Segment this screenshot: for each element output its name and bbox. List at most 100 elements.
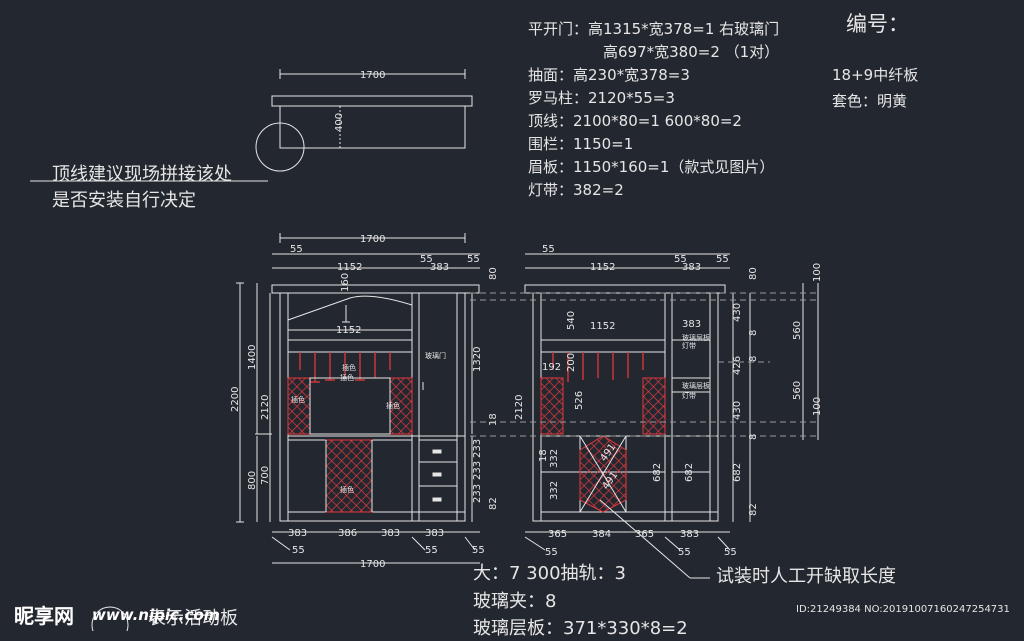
dim-r-100a: 100 xyxy=(812,263,823,282)
dim-r-b384: 384 xyxy=(592,529,611,540)
splice-circle xyxy=(255,122,305,172)
dim-r-82: 82 xyxy=(748,503,759,516)
wine-rack-bottom xyxy=(325,439,373,513)
watermark-id: ID:21249384 NO:20191007160247254731 xyxy=(796,604,1010,615)
guide-lines xyxy=(470,292,820,437)
dim-r-b55b: 55 xyxy=(678,547,691,558)
dim-r-b55c: 55 xyxy=(724,547,737,558)
dim-r-100b: 100 xyxy=(812,397,823,416)
label-inset-5: 插色 xyxy=(340,485,354,494)
drawer-3 xyxy=(418,485,458,513)
dim-left-800: 800 xyxy=(247,471,258,490)
dim-left-1152: 1152 xyxy=(337,262,362,273)
bottom-line-3: 玻璃层板：371*330*8=2 xyxy=(473,618,688,639)
dim-r-526: 526 xyxy=(574,391,585,410)
dim-left-1152b: 1152 xyxy=(336,325,361,336)
dim-r-1152b: 1152 xyxy=(590,321,615,332)
dim-left-55b: 55 xyxy=(420,254,433,265)
spec-line-2: 高697*宽380=2 （1对） xyxy=(603,43,780,61)
dim-r-2120: 2120 xyxy=(514,395,525,420)
watermark-logo: 昵享网 xyxy=(14,604,74,628)
dim-left-18: 18 xyxy=(488,413,499,426)
dim-left-b383c: 383 xyxy=(425,528,444,539)
left-elevation xyxy=(236,233,480,564)
dim-r-b365b: 365 xyxy=(635,529,654,540)
dim-left-55a: 55 xyxy=(290,244,303,255)
spec-line-3: 抽面：高230*宽378=3 xyxy=(528,66,690,84)
dim-left-233a: 233 xyxy=(472,439,483,458)
spec-line-4: 罗马柱：2120*55=3 xyxy=(528,89,675,107)
material-label: 18+9中纤板 xyxy=(832,66,919,84)
dim-left-b1700: 1700 xyxy=(360,559,385,570)
dim-r-8a: 8 xyxy=(748,330,759,336)
wine-rack-r-left xyxy=(540,377,564,435)
dim-left-55c: 55 xyxy=(467,254,480,265)
dim-r-682c: 682 xyxy=(732,463,743,482)
dim-r-430b: 430 xyxy=(732,401,743,420)
spec-line-1: 平开门：高1315*宽378=1 右玻璃门 xyxy=(528,20,780,38)
dim-left-700: 700 xyxy=(260,466,271,485)
dim-r-430a: 430 xyxy=(732,303,743,322)
dim-r-b383: 383 xyxy=(680,529,699,540)
dim-r-383b: 383 xyxy=(682,319,701,330)
dim-r-55c: 55 xyxy=(716,254,729,265)
cabinet-left-body xyxy=(279,292,466,522)
dim-r-682a: 682 xyxy=(652,463,663,482)
dim-left-b55b: 55 xyxy=(425,545,438,556)
dim-r-192: 192 xyxy=(542,362,561,373)
dim-r-1152: 1152 xyxy=(590,262,615,273)
dim-left-160: 160 xyxy=(340,273,351,292)
serial-label: 编号： xyxy=(846,12,909,36)
dim-left-1700: 1700 xyxy=(360,234,385,245)
spec-line-6: 围栏：1150=1 xyxy=(528,135,634,153)
leader-trial xyxy=(599,499,691,579)
bottom-line-2: 玻璃夹：8 xyxy=(473,591,557,612)
dim-left-b55c: 55 xyxy=(472,545,485,556)
dim-r-540: 540 xyxy=(566,311,577,330)
spec-line-5: 顶线：2100*80=1 600*80=2 xyxy=(528,112,742,130)
dim-top-width: 1700 xyxy=(360,70,385,81)
color-label: 套色：明黄 xyxy=(832,92,908,110)
dim-r-8c: 8 xyxy=(748,434,759,440)
note-line-2: 是否安装自行决定 xyxy=(52,190,196,211)
dim-left-2120: 2120 xyxy=(260,395,271,420)
dim-r-b55a: 55 xyxy=(545,547,558,558)
label-glass-door: 玻璃门 xyxy=(425,351,446,360)
right-elevation xyxy=(524,253,819,579)
top-cornice xyxy=(271,95,473,107)
dim-left-2200: 2200 xyxy=(230,387,241,412)
dim-r-383: 383 xyxy=(682,262,701,273)
label-inset-1: 插色 xyxy=(342,363,356,372)
top-plan-view xyxy=(30,69,473,182)
dim-top-depth: 400 xyxy=(334,113,345,132)
label-r-shelf-b: 玻璃层板 xyxy=(682,381,710,390)
dim-left-1400: 1400 xyxy=(247,345,258,370)
valance-arch xyxy=(287,295,413,321)
legend-text: 表示活动板 xyxy=(148,608,238,629)
dim-left-b55a: 55 xyxy=(292,545,305,556)
top-plan-body xyxy=(279,105,466,149)
dim-left-b383b: 383 xyxy=(381,528,400,539)
left-elevation-labels: 1700 55 1152 55 383 55 80 160 1152 2200 … xyxy=(230,234,499,570)
label-r-shelf-a: 玻璃层板 xyxy=(682,333,710,342)
dim-r-8b: 8 xyxy=(748,356,759,362)
trial-note: 试装时人工开缺取长度 xyxy=(716,566,896,587)
label-inset-4: 插色 xyxy=(386,401,400,410)
spec-line-7: 眉板：1150*160=1（款式见图片） xyxy=(528,158,775,176)
dim-r-55a: 55 xyxy=(542,244,555,255)
wine-rack-left xyxy=(287,377,311,435)
dim-left-233b: 233 xyxy=(472,461,483,480)
dim-r-426: 426 xyxy=(732,356,743,375)
dim-r-55b: 55 xyxy=(674,254,687,265)
dim-left-80: 80 xyxy=(488,267,499,280)
dim-r-200: 200 xyxy=(566,353,577,372)
dim-r-682b: 682 xyxy=(684,463,695,482)
dim-left-383: 383 xyxy=(430,262,449,273)
label-inset-3: 插色 xyxy=(291,395,305,404)
legend-circle xyxy=(91,606,129,631)
wine-rack-r-right xyxy=(642,377,666,435)
label-r-light-b: 灯带 xyxy=(682,391,696,400)
dim-left-82: 82 xyxy=(488,497,499,510)
